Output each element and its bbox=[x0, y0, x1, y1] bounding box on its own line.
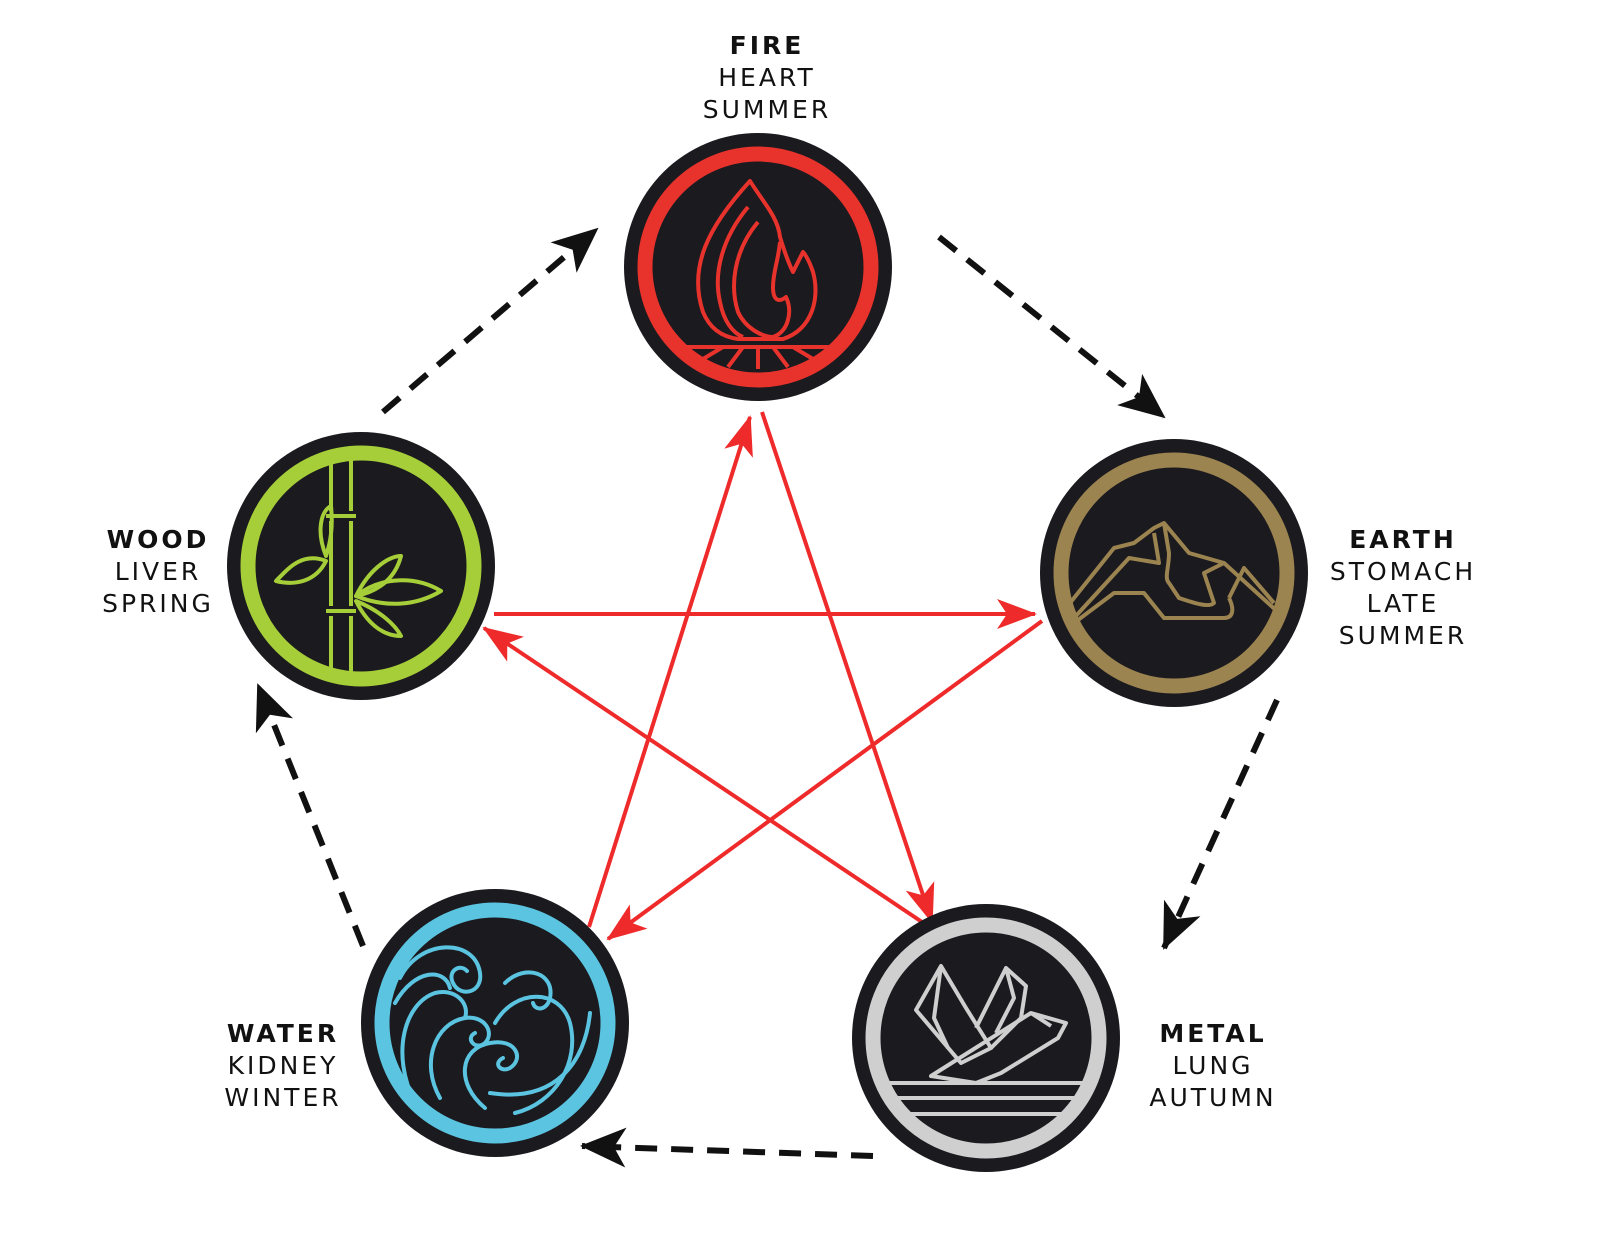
generating-cycle-arrows bbox=[255, 226, 1280, 1168]
element-name: FIRE bbox=[729, 31, 805, 60]
arrow-metal-to-wood bbox=[482, 626, 924, 924]
controlling-cycle-arrows bbox=[482, 411, 1044, 941]
bamboo-icon bbox=[274, 456, 443, 676]
element-season: WINTER bbox=[224, 1083, 342, 1112]
element-name: EARTH bbox=[1349, 525, 1457, 554]
element-organ: STOMACH bbox=[1329, 557, 1477, 586]
metal-badge bbox=[852, 904, 1120, 1172]
fire-label: FIRE HEART SUMMER bbox=[637, 30, 897, 126]
flame-icon bbox=[683, 179, 833, 369]
mountain-icon bbox=[1064, 521, 1281, 625]
element-organ: KIDNEY bbox=[227, 1051, 339, 1080]
arrow-water-to-wood bbox=[255, 683, 366, 948]
crystal-icon bbox=[881, 964, 1091, 1116]
element-name: METAL bbox=[1159, 1019, 1267, 1048]
water-badge bbox=[361, 889, 629, 1157]
wood-badge bbox=[227, 432, 495, 700]
arrow-wood-to-fire bbox=[381, 226, 599, 415]
element-season: SUMMER bbox=[702, 95, 832, 124]
element-name: WOOD bbox=[106, 525, 210, 554]
earth-label: EARTH STOMACH LATE SUMMER bbox=[1273, 524, 1533, 652]
water-label: WATER KIDNEY WINTER bbox=[153, 1018, 413, 1114]
arrow-water-to-fire bbox=[587, 415, 753, 928]
arrow-fire-to-metal bbox=[760, 411, 935, 924]
arrow-earth-to-metal bbox=[1161, 698, 1280, 950]
element-organ: LIVER bbox=[114, 557, 202, 586]
element-organ: HEART bbox=[718, 63, 816, 92]
arrow-fire-to-earth bbox=[937, 234, 1166, 420]
wood-label: WOOD LIVER SPRING bbox=[28, 524, 288, 620]
element-name: WATER bbox=[226, 1019, 340, 1048]
element-organ: LUNG bbox=[1172, 1051, 1254, 1080]
element-season: LATE SUMMER bbox=[1338, 589, 1468, 650]
arrow-earth-to-water bbox=[606, 619, 1044, 941]
fire-badge bbox=[624, 133, 892, 401]
element-season: SPRING bbox=[102, 589, 214, 618]
element-season: AUTUMN bbox=[1149, 1083, 1277, 1112]
earth-badge bbox=[1040, 439, 1308, 707]
arrow-metal-to-water bbox=[580, 1127, 874, 1168]
wave-icon bbox=[393, 945, 592, 1115]
metal-label: METAL LUNG AUTUMN bbox=[1083, 1018, 1343, 1114]
